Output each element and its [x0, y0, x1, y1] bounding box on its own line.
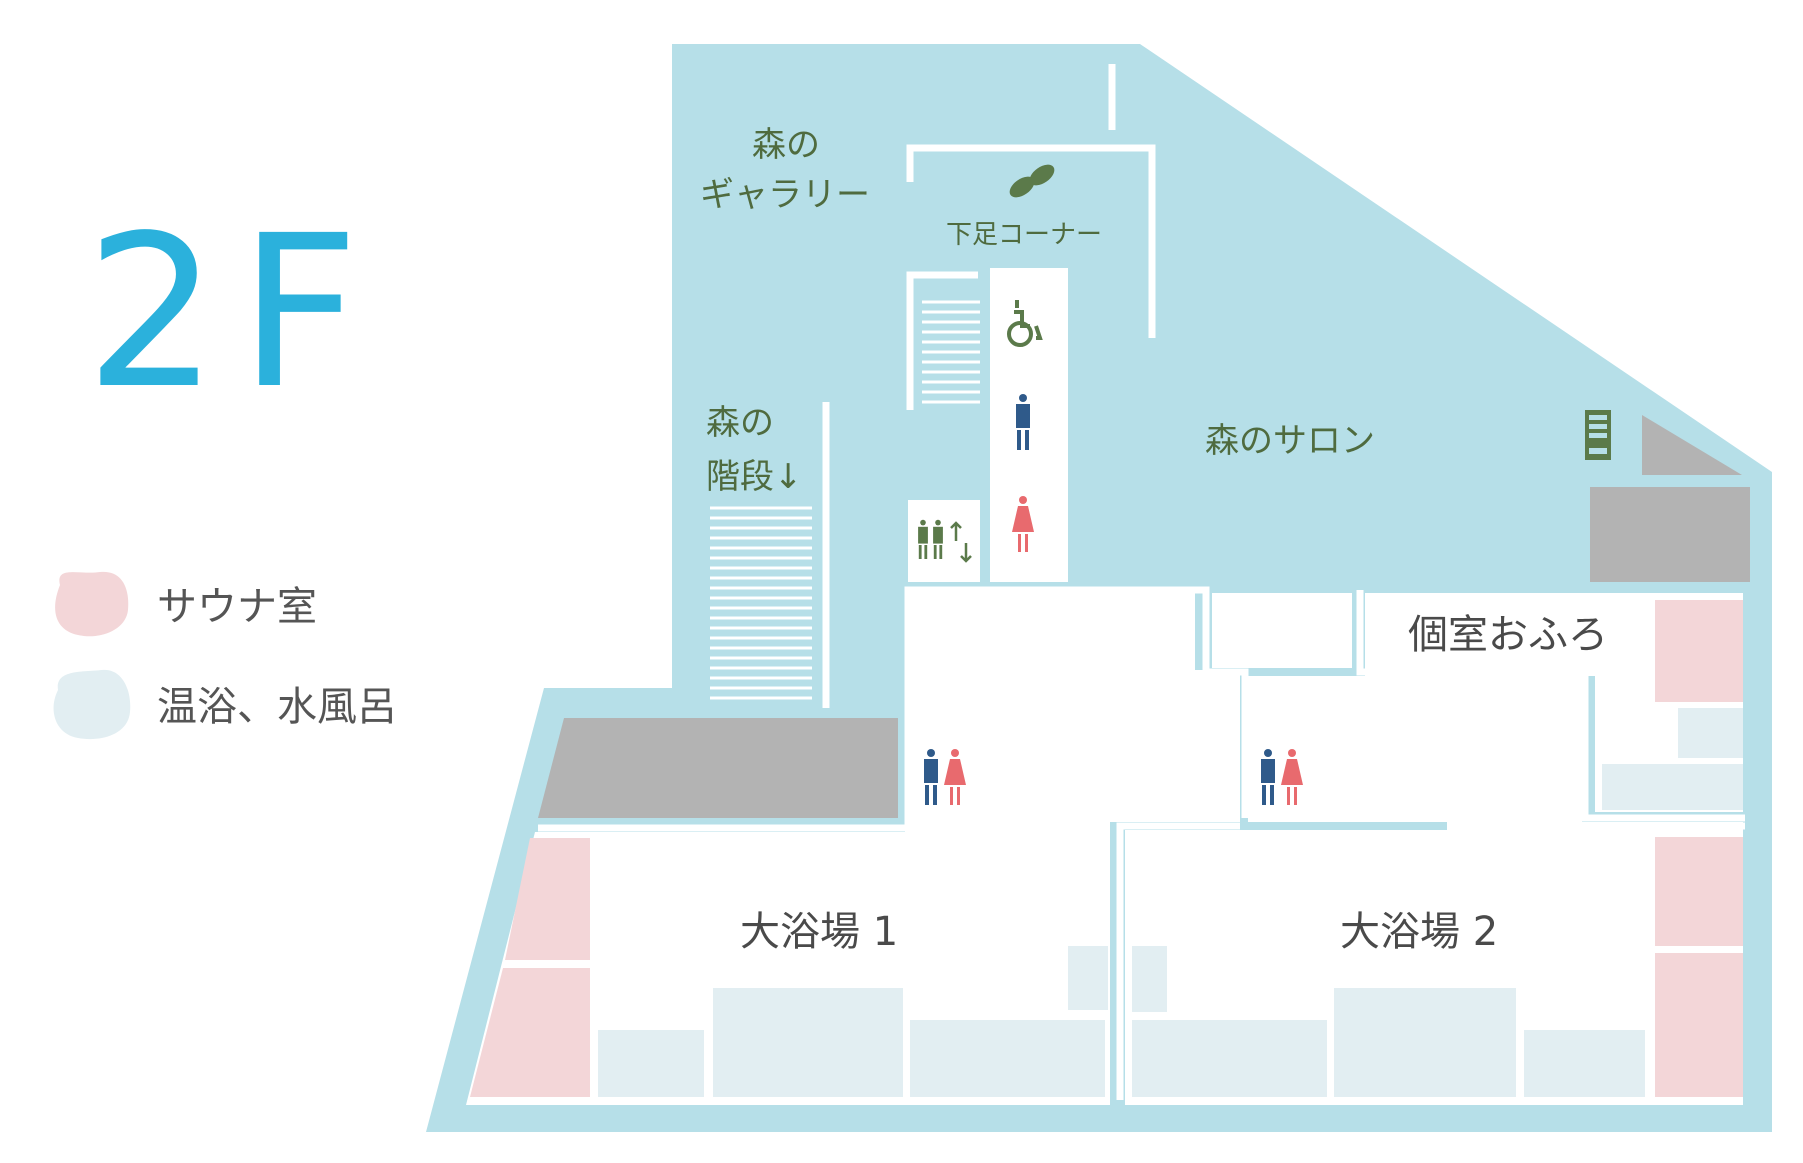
legend-bath-label: 温浴、水風呂	[157, 684, 397, 730]
vending-machine-icon	[1585, 410, 1611, 460]
private-bath-label: 個室おふろ	[1408, 612, 1608, 658]
floor-title: 2F	[85, 190, 379, 435]
sauna-areas	[470, 600, 1743, 1097]
bath2-label: 大浴場 2	[1340, 909, 1498, 955]
legend: サウナ室 温浴、水風呂	[53, 571, 397, 740]
stairs-upper	[922, 300, 980, 404]
legend-bath-swatch	[53, 669, 131, 740]
legend-sauna-swatch	[55, 571, 129, 637]
legend-sauna-label: サウナ室	[157, 584, 317, 630]
wheelchair-toilet-icon	[1007, 300, 1043, 347]
bath1-label: 大浴場 1	[740, 909, 898, 955]
bath-areas	[598, 708, 1743, 1097]
shoes-icon	[1009, 164, 1055, 198]
salon-label: 森のサロン	[1205, 421, 1375, 461]
shoe-corner-label: 下足コーナー	[946, 220, 1102, 250]
stairs-label-line1: 森の	[706, 403, 774, 443]
mechanical-areas	[538, 415, 1750, 818]
gallery-label-line1: 森の	[752, 125, 820, 165]
gallery-label-line2: ギャラリー	[700, 175, 870, 215]
walls	[538, 64, 1745, 1100]
forest-stairs	[710, 506, 812, 700]
elevator-icon	[918, 519, 972, 563]
stairs-label-line2: 階段↓	[706, 457, 803, 497]
